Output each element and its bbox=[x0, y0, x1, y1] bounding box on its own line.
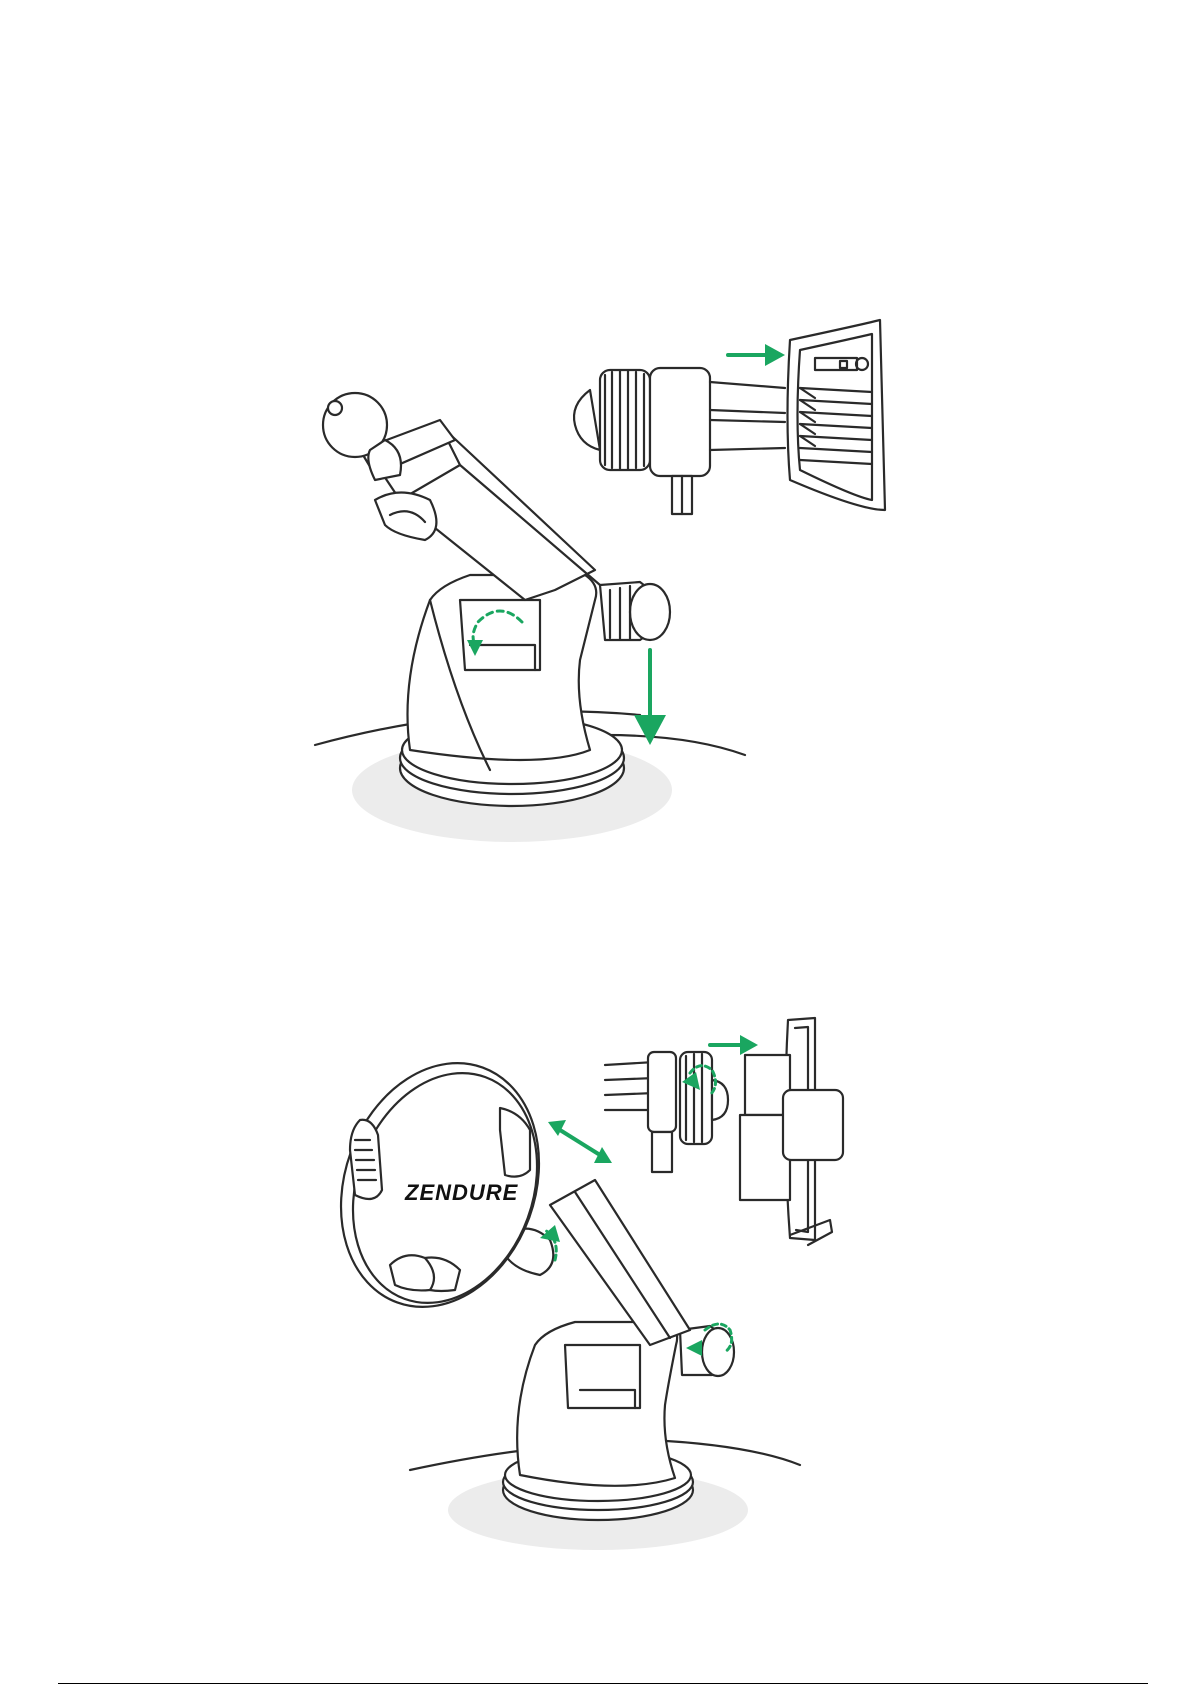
extend-arrow-icon bbox=[560, 1130, 600, 1155]
page-footer-rule bbox=[58, 1683, 1148, 1684]
vent-clip bbox=[574, 368, 785, 514]
assembled-mount-illustration: ZENDURE bbox=[0, 1000, 1192, 1560]
lock-lever bbox=[375, 493, 436, 541]
brand-logo-text: ZENDURE bbox=[404, 1180, 519, 1205]
phone-cradle: ZENDURE bbox=[308, 1035, 572, 1335]
holder-back-plate bbox=[740, 1018, 843, 1245]
vent-clip bbox=[605, 1052, 728, 1172]
suction-mount-illustration bbox=[0, 300, 1192, 860]
air-vent bbox=[788, 320, 886, 510]
